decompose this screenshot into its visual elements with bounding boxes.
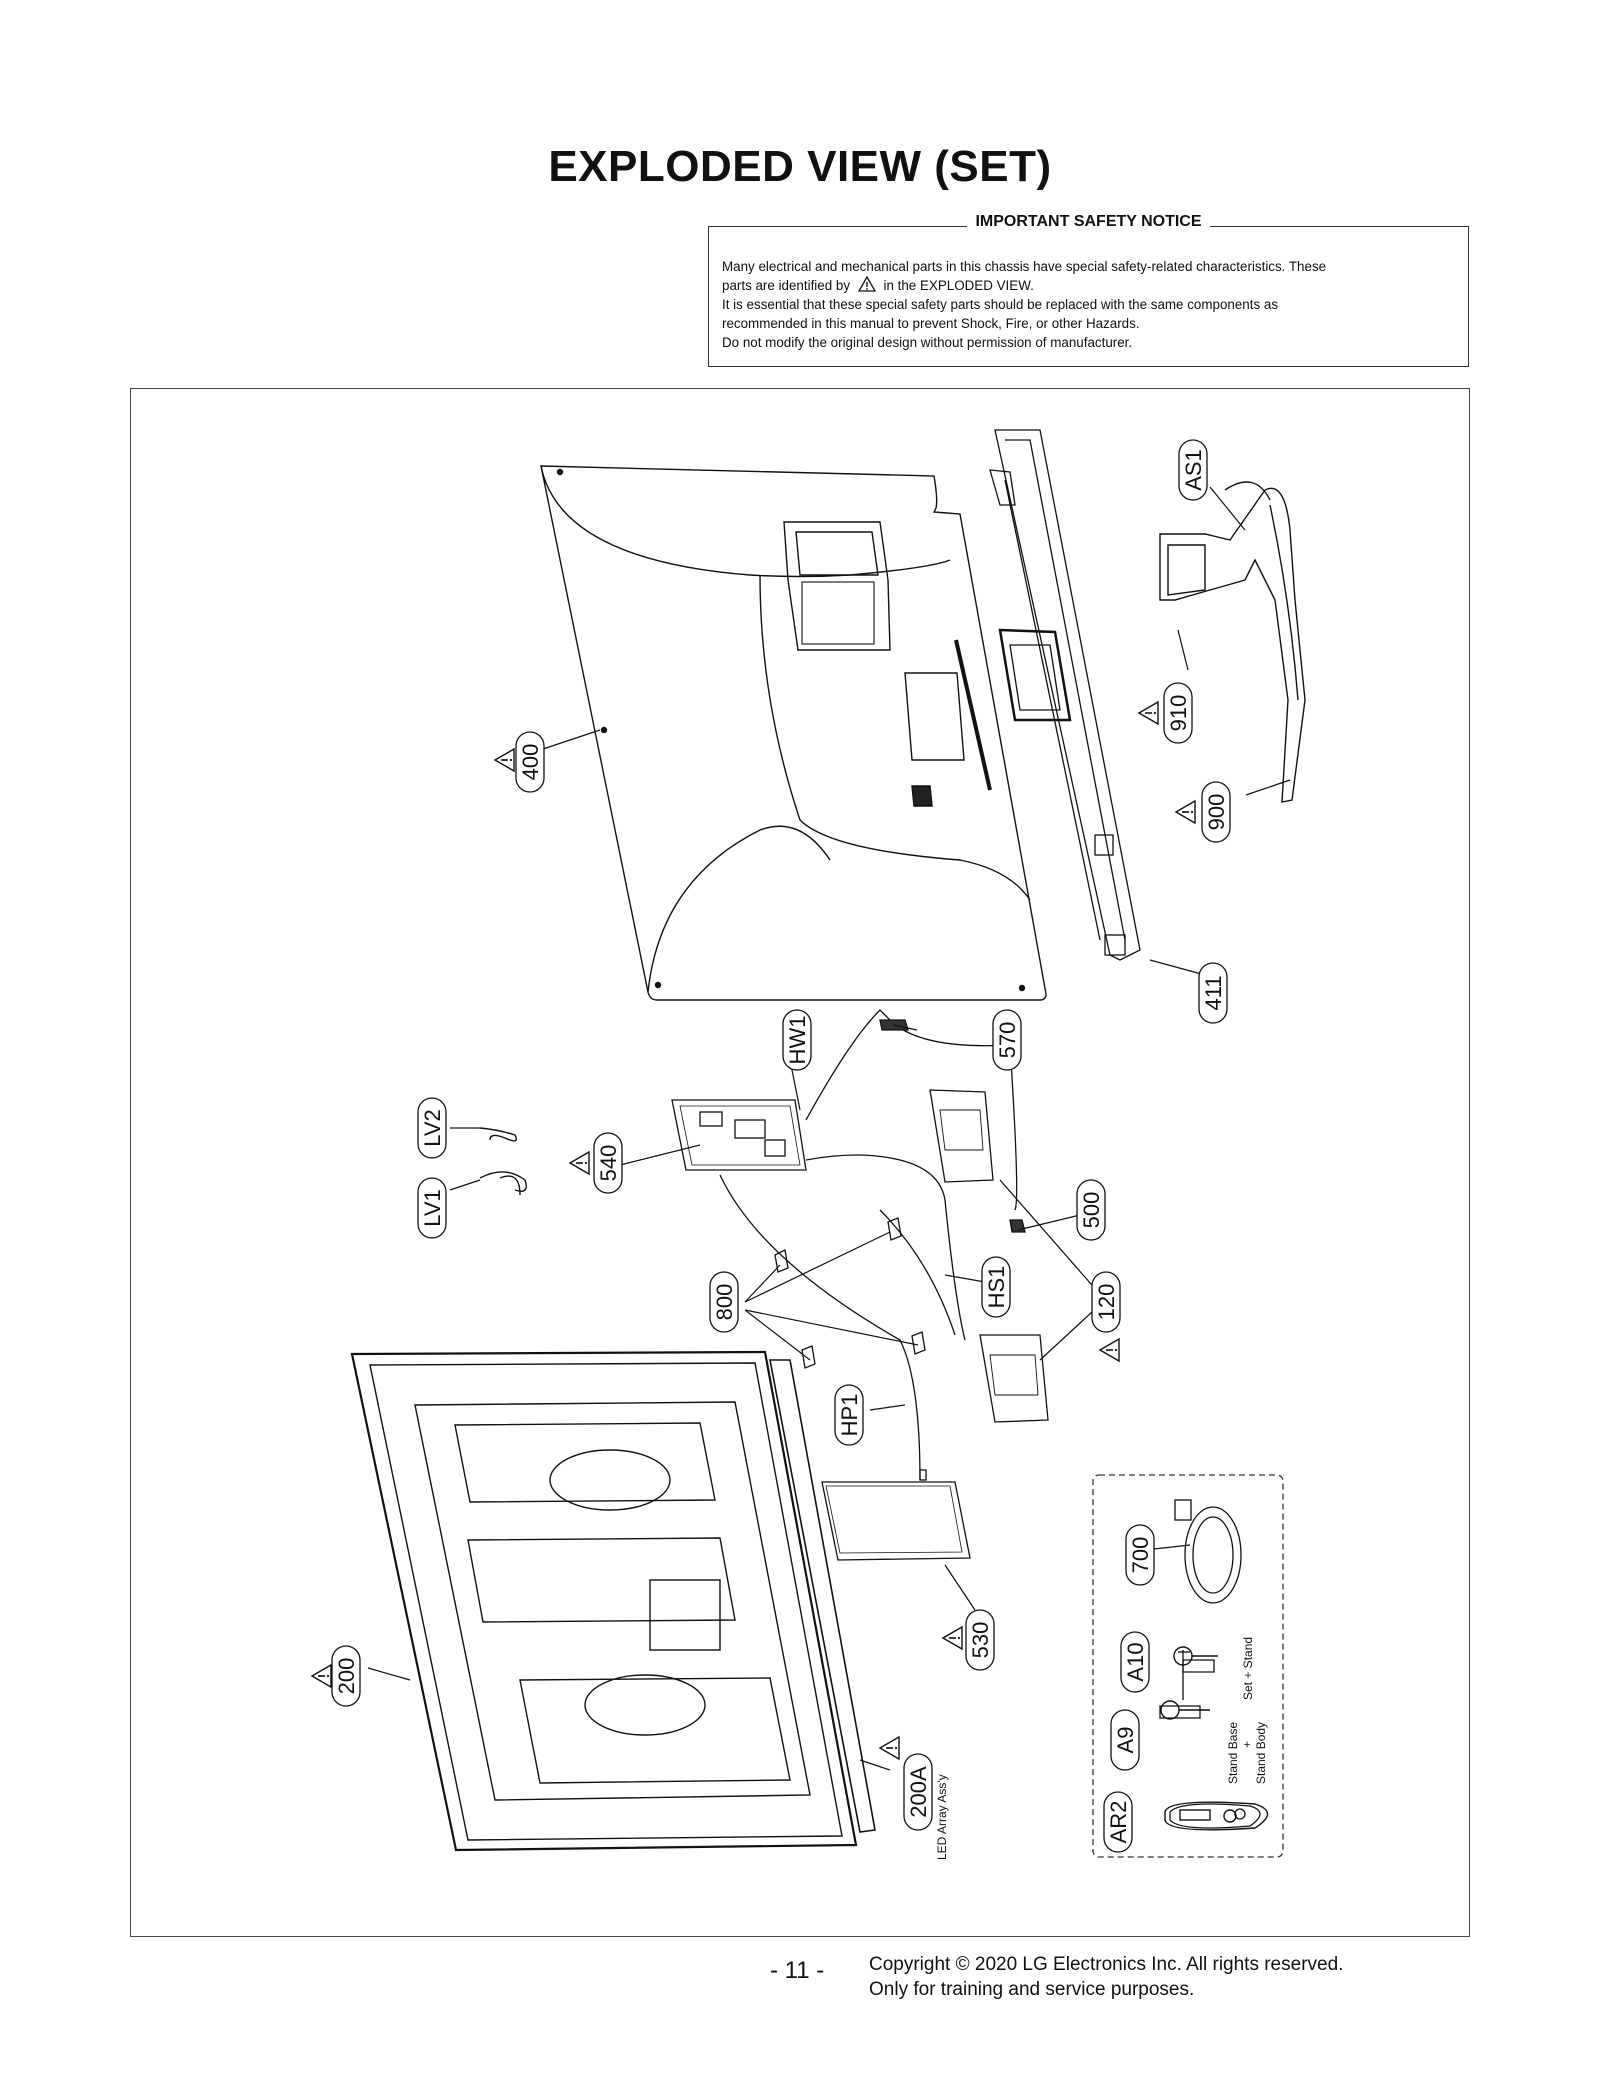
page-number: - 11 - (770, 1957, 825, 1984)
label-lv1: LV1 (417, 1177, 447, 1239)
exploded-view-frame (130, 388, 1470, 1937)
speakers-drawing (879, 1019, 1049, 1423)
label-200a: 200A (903, 1753, 933, 1831)
safety-notice-heading: IMPORTANT SAFETY NOTICE (967, 213, 1210, 230)
lv-cables-drawing (479, 1127, 527, 1196)
label-ar2: AR2 (1103, 1791, 1133, 1853)
plus-label: + (1240, 1741, 1254, 1748)
main-board-drawing (671, 1009, 1018, 1481)
warning-triangle-icon (311, 1664, 332, 1688)
warning-triangle-icon (569, 1151, 590, 1175)
svg-text:500: 500 (1079, 1192, 1104, 1229)
notice-line-3: It is essential that these special safet… (722, 297, 1279, 312)
svg-text:400: 400 (518, 744, 543, 781)
label-200: 200 (331, 1645, 361, 1707)
stand-body-label: Stand Body (1254, 1722, 1268, 1784)
back-cover-drawing (540, 465, 1047, 1001)
label-a9: A9 (1110, 1709, 1140, 1771)
svg-text:AR2: AR2 (1106, 1801, 1131, 1844)
notice-line-2: parts are identified by in the EXPLODED … (722, 276, 1034, 293)
remote-control-icon (1164, 1801, 1269, 1831)
panel-frame-drawing (350, 1350, 876, 1852)
svg-text:411: 411 (1201, 975, 1226, 1010)
warning-triangle-icon (942, 1626, 963, 1650)
safety-notice-box: IMPORTANT SAFETY NOTICE Many electrical … (708, 213, 1469, 367)
screw-a10-icon (1173, 1646, 1218, 1666)
label-hs1: HS1 (981, 1256, 1011, 1318)
warning-triangle-icon (1099, 1338, 1120, 1362)
label-900: 900 (1201, 781, 1231, 843)
warning-triangle-icon (879, 1736, 900, 1760)
svg-text:200A: 200A (906, 1766, 931, 1818)
accessories-drawing (1159, 1499, 1261, 1829)
stand-base-label: Stand Base (1226, 1722, 1240, 1784)
svg-text:200: 200 (334, 1658, 359, 1695)
notice-line-4: recommended in this manual to prevent Sh… (722, 316, 1140, 331)
label-120: 120 (1091, 1271, 1121, 1333)
svg-text:LV1: LV1 (420, 1189, 445, 1227)
svg-text:700: 700 (1128, 1537, 1153, 1574)
svg-text:HW1: HW1 (785, 1016, 810, 1065)
svg-text:570: 570 (995, 1022, 1020, 1059)
label-as1: AS1 (1178, 439, 1208, 501)
label-hw1: HW1 (782, 1009, 812, 1071)
svg-text:HP1: HP1 (837, 1394, 862, 1437)
stand-drawing (1159, 481, 1306, 803)
svg-text:540: 540 (596, 1145, 621, 1182)
svg-text:900: 900 (1204, 794, 1229, 831)
svg-text:800: 800 (712, 1284, 737, 1321)
set-stand-label: Set + Stand (1241, 1637, 1255, 1700)
warning-triangle-icon (1138, 701, 1159, 725)
label-700: 700 (1125, 1524, 1155, 1586)
notice-line-5: Do not modify the original design withou… (722, 335, 1133, 350)
accessories-box (1092, 1474, 1284, 1858)
svg-text:A9: A9 (1113, 1727, 1138, 1754)
led-array-label: LED Array Ass'y (935, 1774, 949, 1860)
svg-text:120: 120 (1094, 1284, 1119, 1321)
label-540: 540 (593, 1132, 623, 1194)
label-500: 500 (1076, 1179, 1106, 1241)
label-570: 570 (992, 1009, 1022, 1071)
label-a10: A10 (1120, 1631, 1150, 1693)
warning-triangle-icon (1175, 800, 1196, 824)
svg-text:HS1: HS1 (984, 1266, 1009, 1309)
screw-a9-icon (1160, 1700, 1210, 1720)
warning-triangle-icon (857, 276, 876, 292)
label-hp1: HP1 (834, 1384, 864, 1446)
label-400: 400 (515, 731, 545, 793)
footer-copyright: Copyright © 2020 LG Electronics Inc. All… (869, 1954, 1344, 2000)
safety-notice-text: Many electrical and mechanical parts in … (722, 257, 1455, 352)
screws-800-drawing (774, 1217, 926, 1369)
label-530: 530 (965, 1609, 995, 1671)
page-title: EXPLODED VIEW (SET) (548, 142, 1052, 191)
svg-text:530: 530 (968, 1622, 993, 1659)
power-board-drawing (821, 1469, 971, 1561)
back-frame-drawing (989, 429, 1141, 961)
label-800: 800 (709, 1271, 739, 1333)
notice-line-1: Many electrical and mechanical parts in … (722, 259, 1327, 274)
svg-text:AS1: AS1 (1181, 449, 1206, 491)
svg-text:LV2: LV2 (420, 1109, 445, 1147)
label-411: 411 (1198, 962, 1228, 1024)
svg-text:A10: A10 (1123, 1642, 1148, 1681)
label-lv2: LV2 (417, 1097, 447, 1159)
label-910: 910 (1163, 682, 1193, 744)
leader-lines (367, 486, 1291, 1771)
svg-text:910: 910 (1166, 695, 1191, 732)
warning-triangle-icon (494, 748, 515, 772)
